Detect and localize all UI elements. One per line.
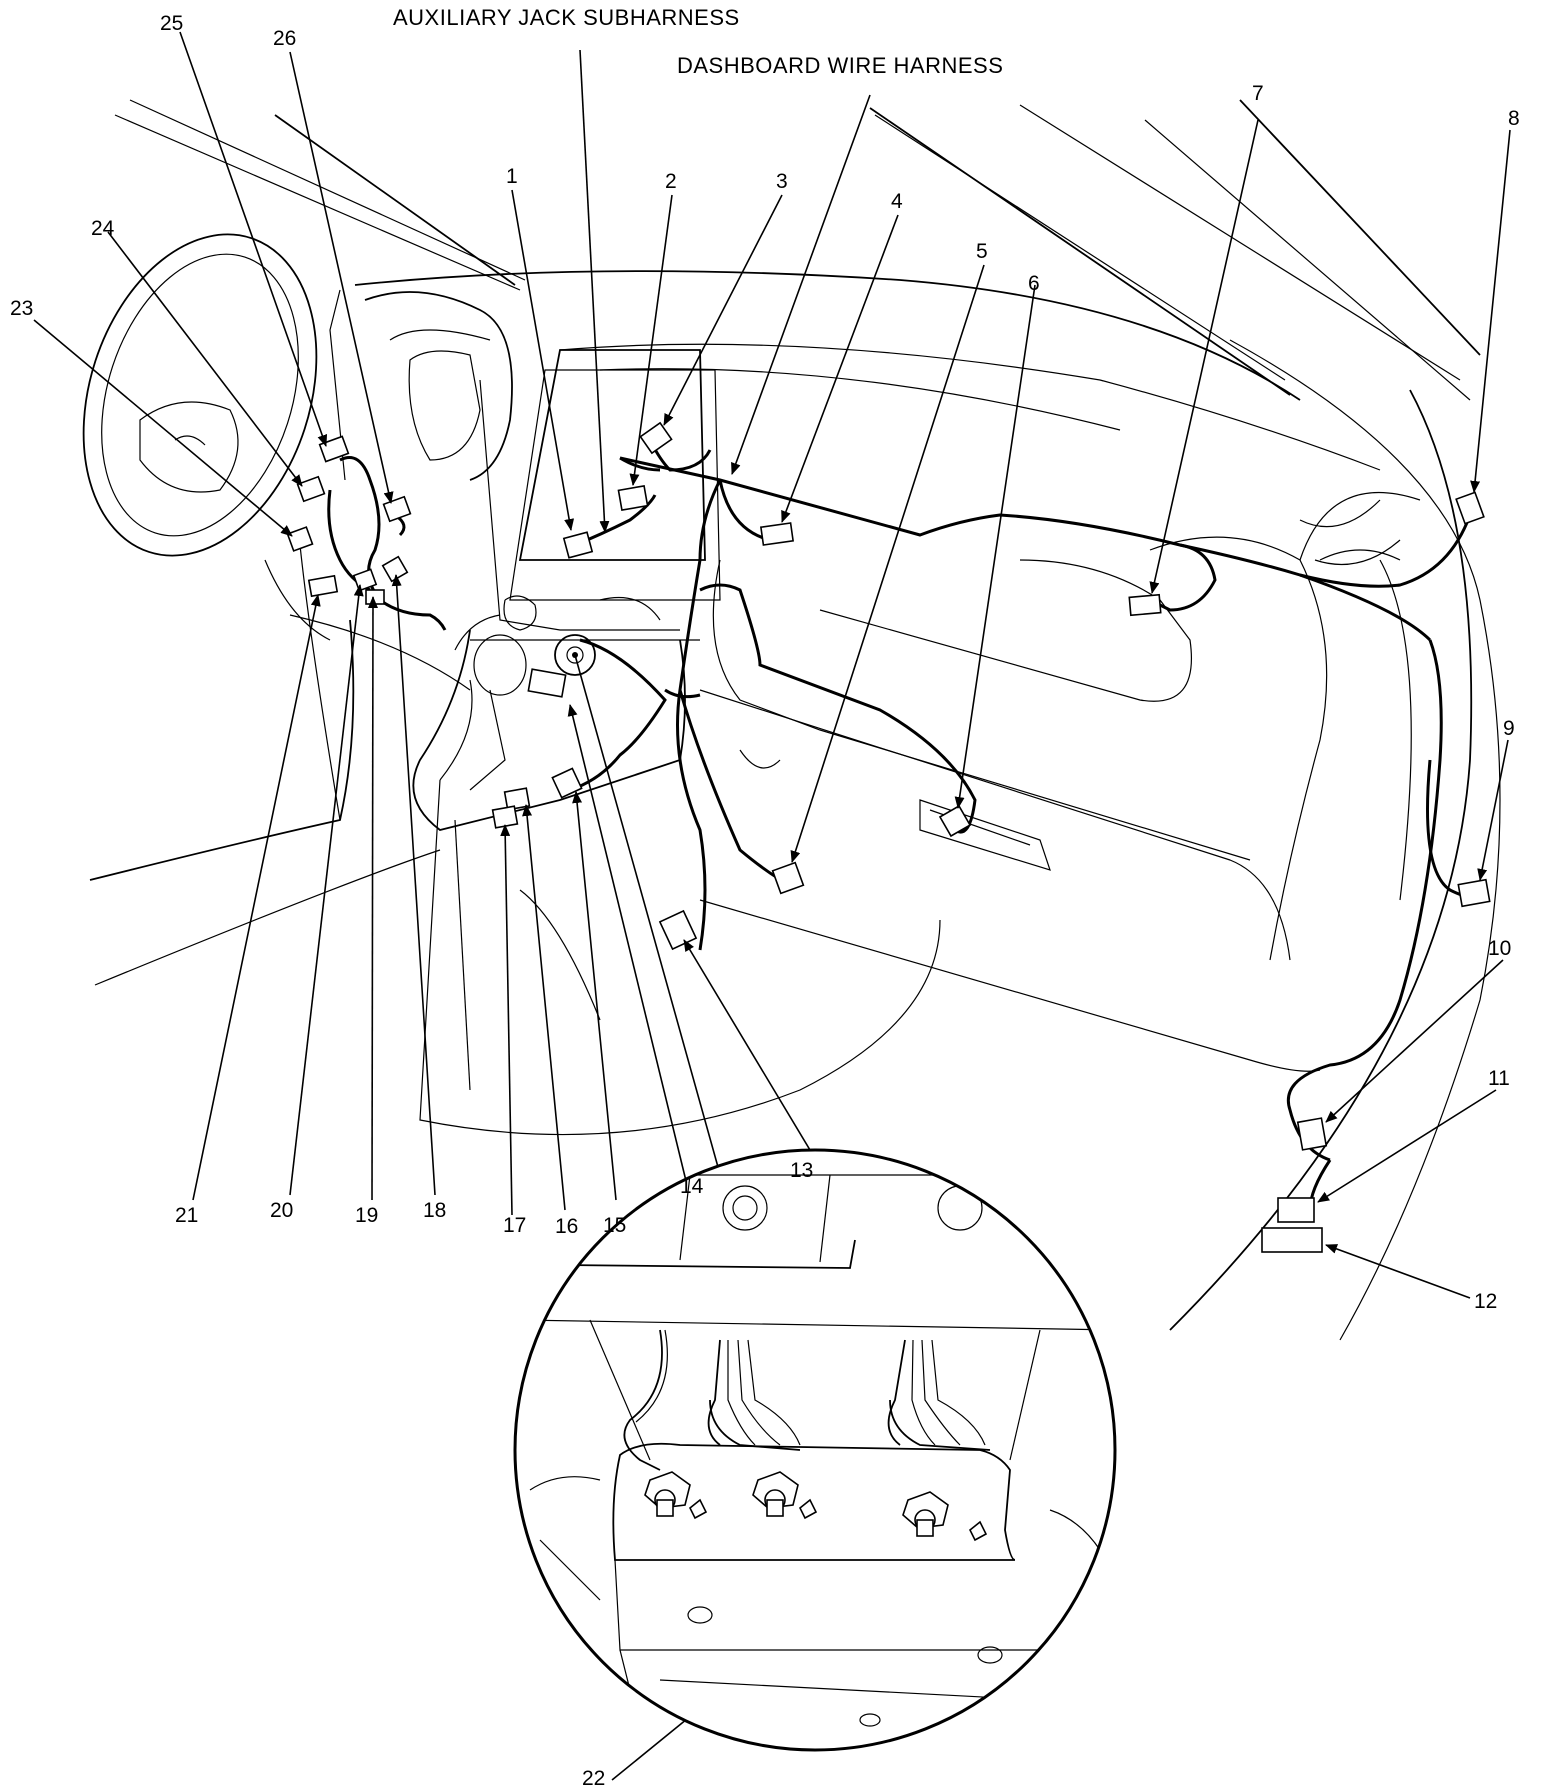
callout-9: 9 [1503,717,1515,740]
steering-wheel [82,233,318,557]
callout-16: 16 [555,1215,578,1238]
floor-lines [89,544,471,986]
connector-1 [562,531,594,559]
connector-24 [296,475,326,503]
connector-13 [658,909,698,951]
windshield-pillars [114,99,1501,1341]
callout-23: 23 [10,297,33,320]
connector-17 [491,805,519,829]
connector-18 [381,555,409,583]
callout-19: 19 [355,1204,378,1227]
callout-5: 5 [976,240,988,263]
connector-5 [771,861,805,895]
connector-7 [1128,593,1162,617]
connector-15 [551,767,583,799]
connector-21 [307,574,339,598]
dashboard-wire-harness-title: DASHBOARD WIRE HARNESS [677,53,1003,78]
callout-7: 7 [1252,82,1264,105]
instrument-cluster [364,291,513,481]
callout-22: 22 [582,1767,605,1790]
callout-6: 6 [1028,272,1040,295]
stud-bolts [644,1471,988,1542]
dashboard-wire-harness [569,456,1477,1211]
callout-14: 14 [680,1175,704,1198]
callout-25: 25 [160,12,183,35]
callout-4: 4 [891,190,903,213]
connector-2 [617,484,649,512]
callout-3: 3 [776,170,788,193]
connector-6 [938,804,972,838]
connector-4 [759,522,795,546]
callout-17: 17 [503,1214,526,1237]
callout-24: 24 [91,217,115,240]
callout-numbers: 1 2 3 4 5 6 7 8 9 10 11 12 13 14 15 16 1… [10,12,1520,1790]
callout-18: 18 [423,1199,446,1222]
callout-15: 15 [603,1214,626,1237]
dashboard-top [329,270,1401,566]
callout-20: 20 [270,1199,293,1222]
connector-9 [1457,878,1491,908]
connector-10 [1296,1117,1328,1151]
callout-10: 10 [1488,937,1511,960]
connector-23 [286,526,314,552]
connector-11 [1277,1197,1315,1223]
callout-13: 13 [790,1159,813,1182]
connector-3 [639,421,673,455]
connector-19 [365,589,385,605]
callout-21: 21 [175,1204,198,1227]
callout-2: 2 [665,170,677,193]
callout-26: 26 [273,27,296,50]
center-console [412,349,941,1136]
callout-11: 11 [1488,1067,1510,1090]
detail-inset [513,1148,1117,1752]
callout-8: 8 [1508,107,1520,130]
connector-26 [382,495,412,523]
titles: AUXILIARY JACK SUBHARNESS DASHBOARD WIRE… [393,5,1003,78]
connector-8 [1455,491,1485,525]
connector-14 [527,668,567,698]
connector-12 [1261,1227,1323,1253]
auxiliary-jack-subharness-title: AUXILIARY JACK SUBHARNESS [393,5,740,30]
callout-1: 1 [506,165,518,188]
callout-12: 12 [1474,1290,1497,1313]
